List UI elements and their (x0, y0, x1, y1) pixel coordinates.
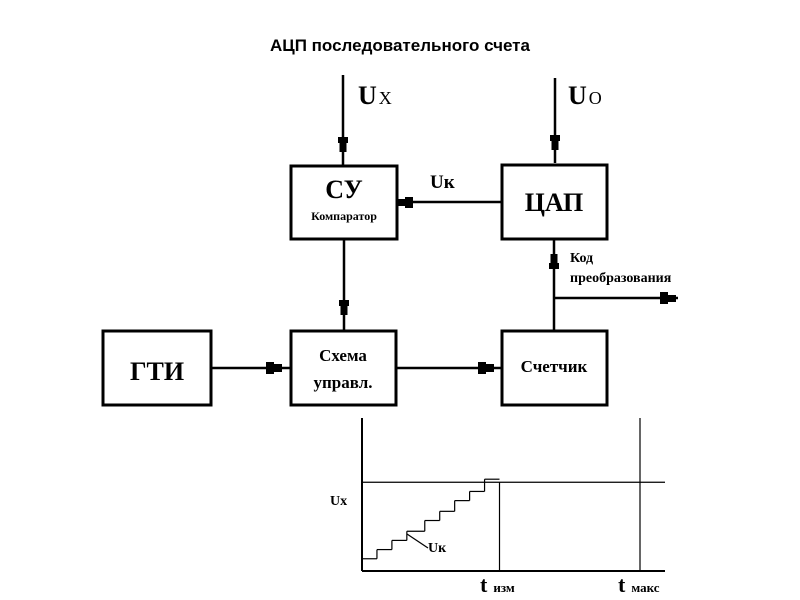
comparator-subtitle: Компаратор (311, 209, 377, 223)
comparator-block: СУ Компаратор (289, 164, 399, 241)
code-label-line1: Код (570, 251, 593, 266)
diagram-title: АЦП последовательного счета (270, 36, 530, 55)
dac-title: ЦАП (525, 188, 584, 217)
uk-series-label: Uк (428, 541, 447, 556)
uk-pointer-line (406, 533, 429, 549)
uk-label: Uк (430, 172, 455, 193)
control-input-arrow-icon (339, 300, 349, 315)
code-label-line2: преобразования (570, 271, 672, 286)
code-output-arrow-icon (660, 292, 676, 304)
control-circuit-block: Схема управл. (289, 329, 398, 407)
control-circuit-line2: управл. (314, 373, 373, 392)
uo-arrow-icon (550, 135, 560, 150)
dac-block: ЦАП (500, 163, 609, 241)
uk-arrow-icon (398, 197, 413, 208)
counter-input-arrow-icon (478, 362, 494, 374)
dac-input-arrow-icon (549, 254, 559, 269)
pulse-generator-title: ГТИ (130, 357, 184, 386)
control-circuit-line1: Схема (319, 346, 367, 365)
control-clock-arrow-icon (266, 362, 282, 374)
counter-block: Счетчик (500, 329, 609, 407)
ux-arrow-icon (338, 137, 348, 152)
counter-title: Счетчик (521, 357, 588, 376)
comparator-title: СУ (325, 175, 363, 204)
pulse-generator-block: ГТИ (101, 329, 213, 407)
ux-axis-label: Ux (330, 494, 347, 509)
uk-staircase (362, 478, 500, 560)
